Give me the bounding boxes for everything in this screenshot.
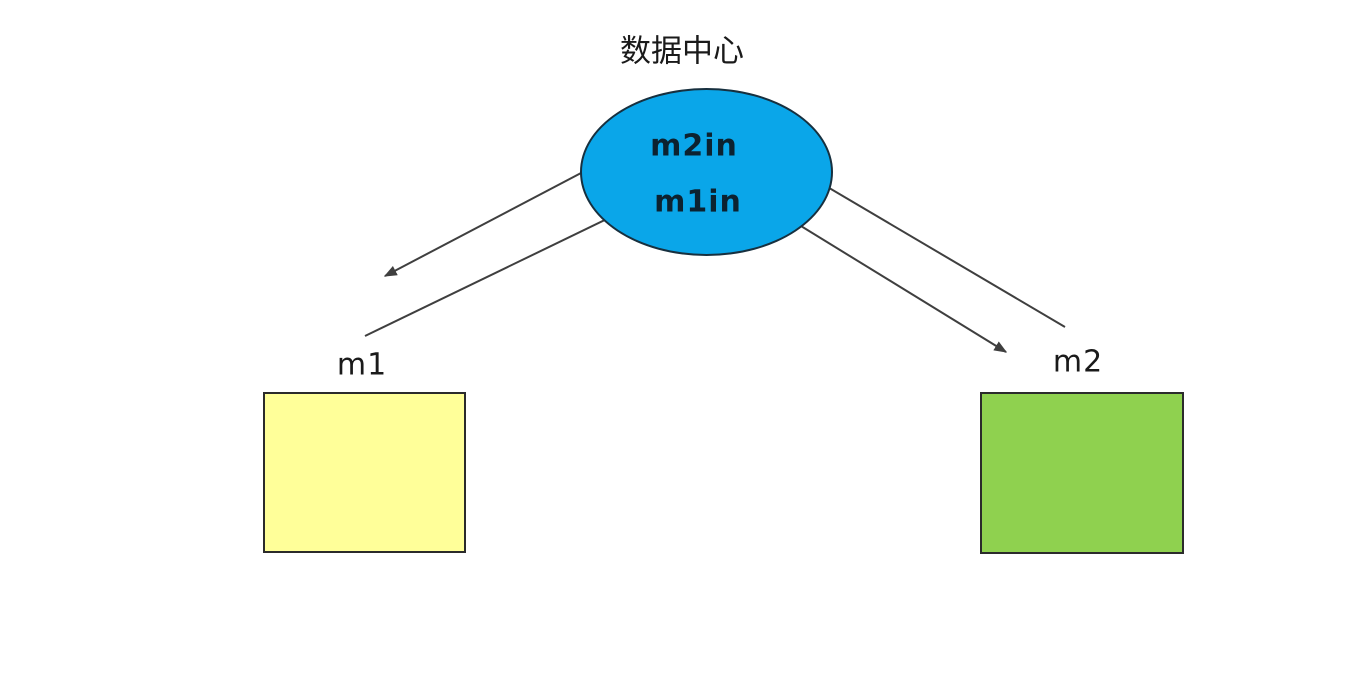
hub-label-m2in: m2in — [650, 128, 738, 164]
data-center-ellipse — [580, 88, 833, 256]
node-box-m1 — [263, 392, 466, 553]
diagram-title: 数据中心 — [620, 33, 744, 70]
node-label-m2: m2 — [1052, 344, 1104, 380]
node-box-m2 — [980, 392, 1184, 554]
edge-m1-to-hub-m1in — [364, 201, 644, 337]
node-label-m1: m1 — [336, 347, 388, 383]
hub-label-m1in: m1in — [654, 184, 742, 220]
